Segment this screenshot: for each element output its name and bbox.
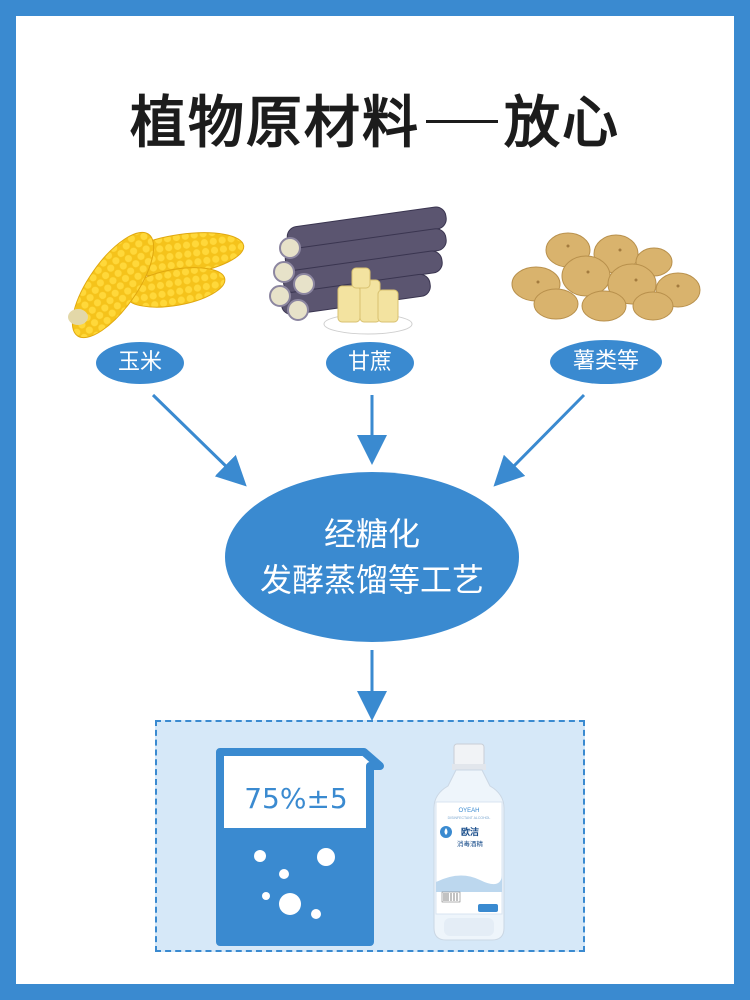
beaker-icon: [216, 748, 384, 946]
label-corn: 玉米: [96, 342, 184, 384]
label-sugarcane-text: 甘蔗: [347, 350, 392, 375]
title-dash: [426, 120, 498, 124]
title-left: 植物原材料: [130, 91, 420, 156]
bottle-name: 欧洁: [461, 826, 479, 838]
arrow-tubers: [493, 393, 586, 487]
process-line-2: 发酵蒸馏等工艺: [259, 561, 484, 599]
page-title: 植物原材料 放心: [0, 78, 750, 159]
corn-image: [68, 231, 245, 339]
label-sugarcane: 甘蔗: [326, 342, 414, 384]
bottle-product: 消毒酒精: [457, 839, 484, 848]
label-corn-text: 玉米: [117, 350, 162, 375]
process-line-1: 经糖化: [323, 515, 420, 553]
alcohol-bottle-image: OYEAH DISINFECTANT ALCOHOL 欧洁 消毒酒精: [433, 743, 505, 941]
bottle-brand: OYEAH: [458, 808, 479, 814]
title-right: 放心: [504, 91, 620, 156]
concentration-text: 75%±5: [244, 782, 348, 815]
bottle-subtitle: DISINFECTANT ALCOHOL: [448, 816, 491, 820]
label-tubers-text: 薯类等: [572, 349, 639, 374]
sugarcane-image: [269, 206, 447, 335]
arrow-corn: [151, 393, 247, 487]
potato-image: [511, 232, 701, 322]
label-tubers: 薯类等: [550, 340, 662, 384]
process-ellipse: 经糖化 发酵蒸馏等工艺: [225, 472, 519, 642]
